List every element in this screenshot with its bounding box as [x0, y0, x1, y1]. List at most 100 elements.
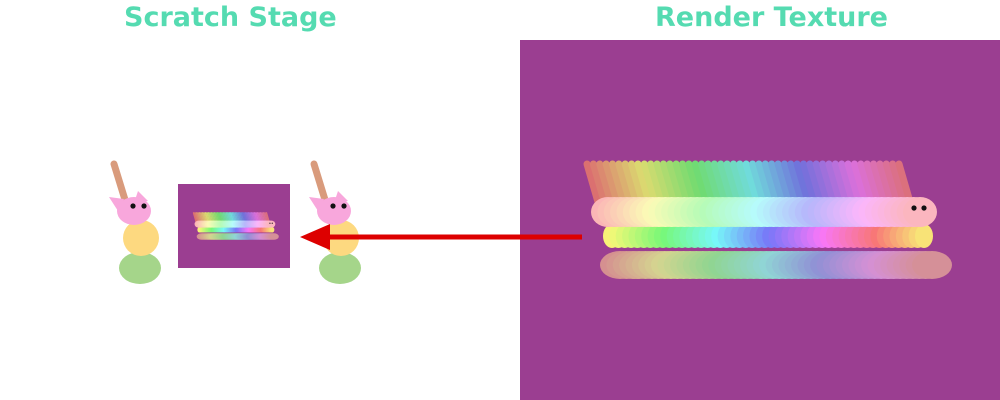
cat-kebab-sprite-icon — [109, 160, 161, 284]
render-texture-sprite-trail — [583, 160, 952, 279]
trail-stick — [222, 212, 227, 223]
trail-stick — [685, 160, 704, 206]
trail-stick — [679, 160, 698, 206]
cat-kebab-sprite-icon — [309, 160, 361, 284]
trail-stick — [237, 212, 242, 223]
trail-stick — [219, 212, 224, 223]
trail-stick — [256, 212, 261, 223]
trail-stick — [258, 212, 263, 223]
stage-thumbnail — [178, 184, 290, 268]
trail-stick — [264, 212, 269, 223]
trail-stick — [615, 160, 634, 206]
trail-stick — [250, 212, 255, 223]
trail-stick — [761, 160, 780, 206]
trail-stick — [596, 160, 615, 206]
cat-eye-left — [130, 203, 136, 209]
trail-stick — [589, 160, 608, 206]
trail-stick — [889, 160, 908, 206]
trail-stick — [780, 160, 799, 206]
trail-cat-head — [267, 220, 276, 228]
trail-stick — [201, 212, 206, 223]
trail-stick — [261, 212, 266, 223]
trail-stick — [218, 212, 223, 223]
trail-stick — [659, 160, 678, 206]
trail-stick — [228, 212, 233, 223]
trail-eye-right — [271, 222, 273, 224]
trail-stick — [710, 160, 729, 206]
trail-stick — [653, 160, 672, 206]
trail-stick — [729, 160, 748, 206]
trail-stick — [244, 212, 250, 223]
trail-stick — [229, 212, 235, 223]
trail-stick — [224, 212, 229, 223]
trail-stick — [255, 212, 260, 223]
trail-stick — [240, 212, 245, 223]
trail-stick — [231, 212, 236, 223]
trail-stick — [736, 160, 755, 206]
trail-stick — [212, 212, 217, 223]
trail-stick — [235, 212, 241, 223]
trail-stick — [225, 212, 230, 223]
trail-stick — [838, 160, 857, 206]
trail-stick — [723, 160, 742, 206]
trail-stick — [247, 212, 252, 223]
trail-blob — [912, 251, 952, 279]
trail-stick — [213, 212, 218, 223]
trail-stick — [216, 212, 221, 223]
trail-stick — [243, 212, 248, 223]
stage-title: Scratch Stage — [124, 2, 337, 33]
green-blob — [319, 252, 361, 284]
trail-stick — [195, 212, 200, 223]
trail-stick — [819, 160, 838, 206]
cat-ear-right — [334, 191, 348, 203]
trail-stick — [241, 212, 247, 223]
trail-stick — [608, 160, 627, 206]
cat-eye-right — [341, 203, 347, 209]
cat-ear-left — [109, 197, 124, 211]
trail-stick — [602, 160, 621, 206]
trail-stick — [647, 160, 666, 206]
trail-stick — [882, 160, 901, 206]
trail-stick — [806, 160, 825, 206]
trail-stick — [253, 212, 258, 223]
trail-stick — [215, 212, 220, 223]
yellow-ball — [323, 220, 359, 256]
trail-stick — [698, 160, 717, 206]
trail-eye-left — [911, 205, 917, 211]
trail-stick — [749, 160, 768, 206]
trail-stick — [221, 212, 226, 223]
trail-stick — [252, 212, 257, 223]
trail-cat-head — [903, 197, 937, 227]
trail-stick — [850, 160, 869, 206]
trail-stick — [207, 212, 212, 223]
green-blob — [119, 252, 161, 284]
trail-stick — [246, 212, 251, 223]
trail-stick — [742, 160, 761, 206]
trail-stick — [262, 212, 267, 223]
trail-stick — [583, 160, 602, 206]
trail-stick — [206, 212, 211, 223]
trail-ball — [915, 224, 933, 248]
cat-eye-right — [141, 203, 147, 209]
trail-stick — [265, 212, 270, 223]
trail-stick — [895, 160, 914, 206]
trail-stick — [876, 160, 895, 206]
trail-stick — [672, 160, 691, 206]
trail-eye-left — [269, 222, 271, 224]
trail-stick — [870, 160, 889, 206]
render-texture-title: Render Texture — [655, 2, 888, 33]
trail-stick — [209, 212, 214, 223]
trail-stick — [204, 212, 209, 223]
trail-stick — [863, 160, 882, 206]
trail-stick — [825, 160, 844, 206]
trail-stick — [238, 212, 244, 223]
trail-eye-right — [921, 205, 927, 211]
trail-stick — [210, 212, 215, 223]
trail-blob — [269, 233, 279, 240]
cat-eye-left — [330, 203, 336, 209]
trail-stick — [844, 160, 863, 206]
render-texture-panel — [520, 40, 1000, 400]
trail-stick — [799, 160, 818, 206]
trail-stick — [774, 160, 793, 206]
trail-stick — [812, 160, 831, 206]
